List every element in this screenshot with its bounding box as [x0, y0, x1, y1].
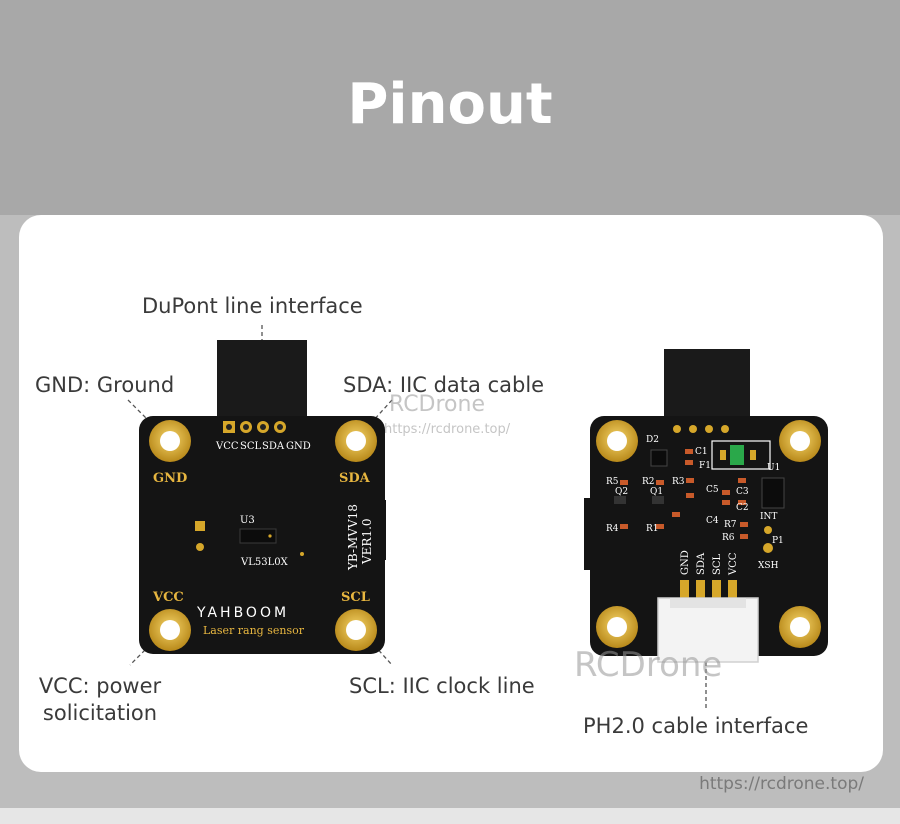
ref-r7: R7 [724, 520, 737, 530]
ref-xsh: XSH [758, 561, 779, 571]
product-label: Laser rang sensor [203, 624, 305, 637]
pin-label-scl: SCL [240, 441, 262, 452]
ref-r5: R5 [606, 477, 619, 487]
header-band [0, 0, 900, 215]
ref-c2: C2 [736, 503, 749, 513]
ref-f1: F1 [699, 461, 711, 471]
label-vcc-line1: VCC: power [38, 674, 162, 698]
ref-int: INT [760, 512, 777, 522]
dupont-connector [217, 340, 307, 420]
conn-label-scl: SCL [712, 553, 723, 575]
ref-r1: R1 [646, 524, 659, 534]
u1-chip [761, 477, 785, 509]
ref-c4: C4 [706, 516, 719, 526]
ref-c3: C3 [736, 487, 749, 497]
label-vcc: VCC: power solicitation [30, 673, 170, 727]
header-pins [223, 421, 286, 433]
pin-label-vcc: VCC [215, 441, 239, 452]
ref-c5: C5 [706, 485, 719, 495]
ref-p1: P1 [772, 536, 784, 546]
silk-vcc: VCC [152, 590, 184, 605]
label-vcc-line2: solicitation [42, 701, 158, 725]
pin-label-gnd: GND [286, 441, 311, 452]
label-sda: SDA: IIC data cable [343, 373, 545, 397]
watermark-brand-front: RCDrone [389, 392, 485, 417]
conn-label-vcc: VCC [728, 552, 739, 576]
label-scl: SCL: IIC clock line [349, 674, 535, 698]
green-led [730, 445, 744, 465]
ref-u1: U1 [767, 463, 780, 473]
footer-url: https://rcdrone.top/ [699, 774, 864, 794]
label-ph20: PH2.0 cable interface [583, 714, 809, 738]
silk-scl: SCL [341, 590, 370, 605]
ph20-connector [657, 597, 759, 663]
ref-q2: Q2 [615, 487, 628, 497]
watermark-url-front: https://rcdrone.top/ [384, 422, 511, 437]
chip-name: VL53L0X [240, 557, 289, 568]
model-line2: VER1.0 [360, 518, 374, 565]
model-line1: YB-MVV18 [346, 504, 360, 571]
front-board: VCC SCL SDA GND GND SDA VCC SCL U3 VL53L… [139, 340, 386, 654]
vl53l0x-chip [239, 528, 277, 544]
bottom-strip [0, 808, 900, 824]
label-dupont: DuPont line interface [142, 294, 363, 318]
ref-r3: R3 [672, 477, 685, 487]
label-gnd: GND: Ground [35, 373, 175, 397]
ref-q1: Q1 [650, 487, 663, 497]
chip-ref: U3 [240, 515, 255, 526]
ref-r6: R6 [722, 533, 735, 543]
ref-d2: D2 [646, 435, 659, 445]
back-pcb [590, 416, 828, 656]
ref-r4: R4 [606, 524, 619, 534]
ref-r2: R2 [642, 477, 655, 487]
back-board: D2 C1 F1 U1 R5 R2 R3 Q2 Q1 C5 C3 C4 C2 R… [584, 349, 828, 663]
page-title: Pinout [347, 72, 553, 137]
watermark-brand-back: RCDrone [574, 645, 723, 685]
silk-sda: SDA [339, 471, 371, 486]
pin-label-sda: SDA [262, 441, 285, 452]
silk-gnd: GND [153, 471, 187, 486]
yahboom-logo: YAHBOOM [196, 605, 289, 621]
conn-label-gnd: GND [680, 550, 691, 575]
ref-c1: C1 [695, 447, 708, 457]
conn-label-sda: SDA [696, 552, 707, 575]
back-dupont-connector [664, 349, 750, 419]
